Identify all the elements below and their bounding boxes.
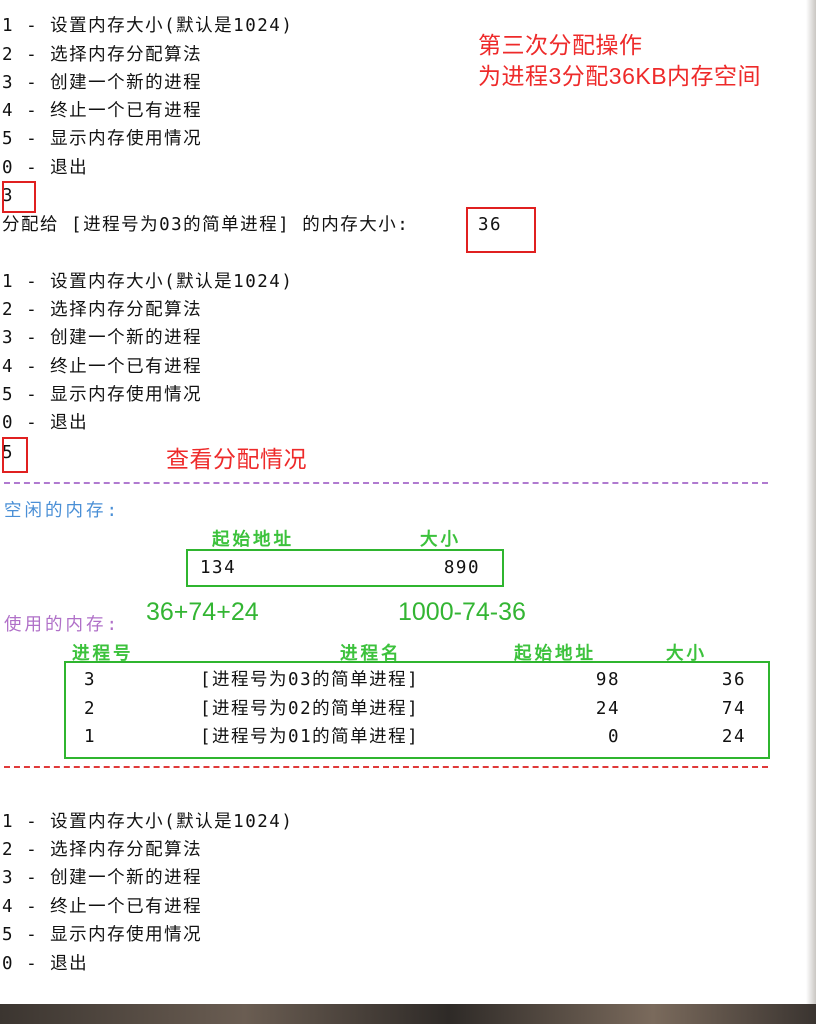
free-row-start: 134 xyxy=(200,558,237,578)
desktop-background-strip xyxy=(0,1004,816,1024)
alloc-size-highlight xyxy=(466,207,536,253)
menu-item-exit: 0 - 退出 xyxy=(2,954,89,974)
menu-item-terminate-process: 4 - 终止一个已有进程 xyxy=(2,101,203,121)
menu-item-exit: 0 - 退出 xyxy=(2,413,89,433)
free-memory-title: 空闲的内存: xyxy=(4,501,121,521)
alloc-prompt: 分配给 [进程号为03的简单进程] 的内存大小: xyxy=(2,215,410,235)
alloc-size-value[interactable]: 36 xyxy=(478,215,503,235)
menu-item-show-memory: 5 - 显示内存使用情况 xyxy=(2,385,203,405)
used-row-start: 98 xyxy=(595,670,620,690)
input-2-highlight xyxy=(2,437,28,473)
menu-item-show-memory: 5 - 显示内存使用情况 xyxy=(2,925,203,945)
menu-item-terminate-process: 4 - 终止一个已有进程 xyxy=(2,897,203,917)
menu-item-exit: 0 - 退出 xyxy=(2,158,89,178)
menu-item-set-memory-size: 1 - 设置内存大小(默认是1024) xyxy=(2,272,294,292)
menu-item-select-algorithm: 2 - 选择内存分配算法 xyxy=(2,840,203,860)
annotation-view-allocation: 查看分配情况 xyxy=(166,446,307,472)
used-header-start: 起始地址 xyxy=(514,644,596,664)
annotation-calc-size: 1000-74-36 xyxy=(398,598,526,626)
used-row-size: 36 xyxy=(721,670,746,690)
used-header-name: 进程名 xyxy=(340,644,402,664)
annotation-third-allocation: 第三次分配操作 xyxy=(478,32,643,58)
divider-bottom xyxy=(4,766,768,768)
menu-item-show-memory: 5 - 显示内存使用情况 xyxy=(2,129,203,149)
free-row-size: 890 xyxy=(443,558,480,578)
used-row-start: 0 xyxy=(607,727,620,747)
input-1-highlight xyxy=(2,181,36,213)
menu-item-set-memory-size: 1 - 设置内存大小(默认是1024) xyxy=(2,16,294,36)
used-row-size: 24 xyxy=(721,727,746,747)
free-header-start: 起始地址 xyxy=(212,530,294,550)
menu-item-create-process: 3 - 创建一个新的进程 xyxy=(2,73,203,93)
used-row-pid: 3 xyxy=(84,670,97,690)
used-memory-title: 使用的内存: xyxy=(4,615,121,635)
used-row-size: 74 xyxy=(721,699,746,719)
divider-top xyxy=(4,482,768,484)
free-memory-table xyxy=(186,549,504,587)
menu-item-create-process: 3 - 创建一个新的进程 xyxy=(2,868,203,888)
used-row-pid: 2 xyxy=(84,699,97,719)
used-row-name: [进程号为02的简单进程] xyxy=(200,699,420,719)
console-input-1[interactable]: 3 xyxy=(2,186,15,206)
menu-item-terminate-process: 4 - 终止一个已有进程 xyxy=(2,357,203,377)
used-header-pid: 进程号 xyxy=(72,644,134,664)
free-header-size: 大小 xyxy=(420,530,461,550)
used-header-size: 大小 xyxy=(666,644,707,664)
annotation-allocate-36kb: 为进程3分配36KB内存空间 xyxy=(478,63,762,89)
menu-item-create-process: 3 - 创建一个新的进程 xyxy=(2,328,203,348)
used-row-pid: 1 xyxy=(84,727,97,747)
used-row-start: 24 xyxy=(595,699,620,719)
menu-item-select-algorithm: 2 - 选择内存分配算法 xyxy=(2,300,203,320)
used-memory-table xyxy=(64,661,770,759)
menu-item-set-memory-size: 1 - 设置内存大小(默认是1024) xyxy=(2,812,294,832)
menu-item-select-algorithm: 2 - 选择内存分配算法 xyxy=(2,45,203,65)
window-edge xyxy=(806,0,816,1004)
annotation-calc-start: 36+74+24 xyxy=(146,598,259,626)
used-row-name: [进程号为01的简单进程] xyxy=(200,727,420,747)
used-row-name: [进程号为03的简单进程] xyxy=(200,670,420,690)
console-input-2[interactable]: 5 xyxy=(2,443,15,463)
